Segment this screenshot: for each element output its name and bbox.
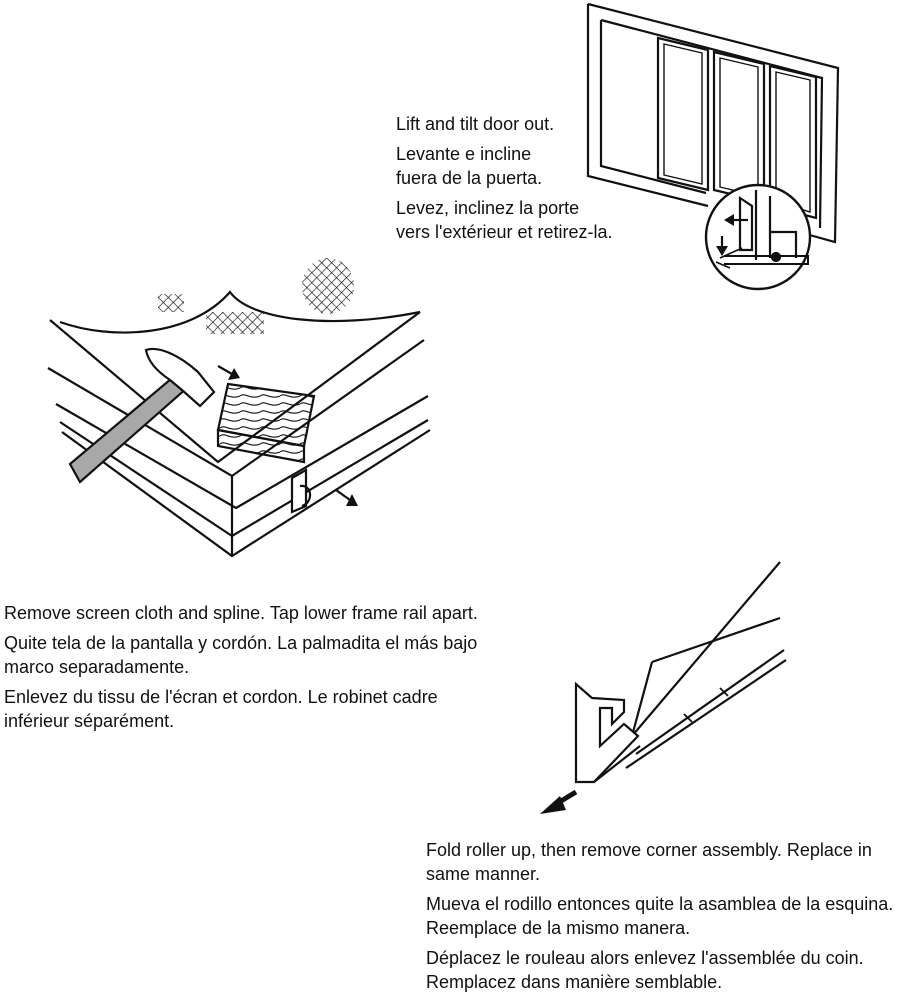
frame-track xyxy=(631,561,781,737)
step-1-french: Levez, inclinez la porte vers l'extérieu… xyxy=(396,198,613,242)
roller-corner-illustration xyxy=(540,561,787,814)
mesh-patch-center xyxy=(206,312,264,334)
frame-corner-illustration xyxy=(47,258,431,558)
step-2-instructions: Remove screen cloth and spline. Tap lowe… xyxy=(4,601,504,739)
step-1-instructions: Lift and tilt door out. Levante e inclin… xyxy=(396,112,636,250)
frame-rail-top xyxy=(49,311,421,464)
sliding-door-illustration xyxy=(586,2,840,291)
hammer-head xyxy=(144,347,216,408)
step-2-english: Remove screen cloth and spline. Tap lowe… xyxy=(4,603,478,623)
step-3-spanish: Mueva el rodillo entonces quite la asamb… xyxy=(426,894,894,938)
step-3-english: Fold roller up, then remove corner assem… xyxy=(426,840,872,884)
screen-cloth xyxy=(59,290,421,334)
mesh-patch-left xyxy=(158,294,184,312)
step-1-spanish: Levante e incline fuera de la puerta. xyxy=(396,144,543,188)
arrow-down-right-icon xyxy=(335,489,351,501)
step-3-instructions: Fold roller up, then remove corner assem… xyxy=(426,838,896,1000)
step-1-english: Lift and tilt door out. xyxy=(396,114,555,134)
arrow-right-icon xyxy=(217,365,233,375)
mesh-patch-right xyxy=(302,258,354,314)
step-3-french: Déplacez le rouleau alors enlevez l'asse… xyxy=(426,948,864,992)
step-2-spanish: Quite tela de la pantalla y cordón. La p… xyxy=(4,633,478,677)
step-2-french: Enlevez du tissu de l'écran et cordon. L… xyxy=(4,687,438,731)
door-panel xyxy=(656,36,710,192)
